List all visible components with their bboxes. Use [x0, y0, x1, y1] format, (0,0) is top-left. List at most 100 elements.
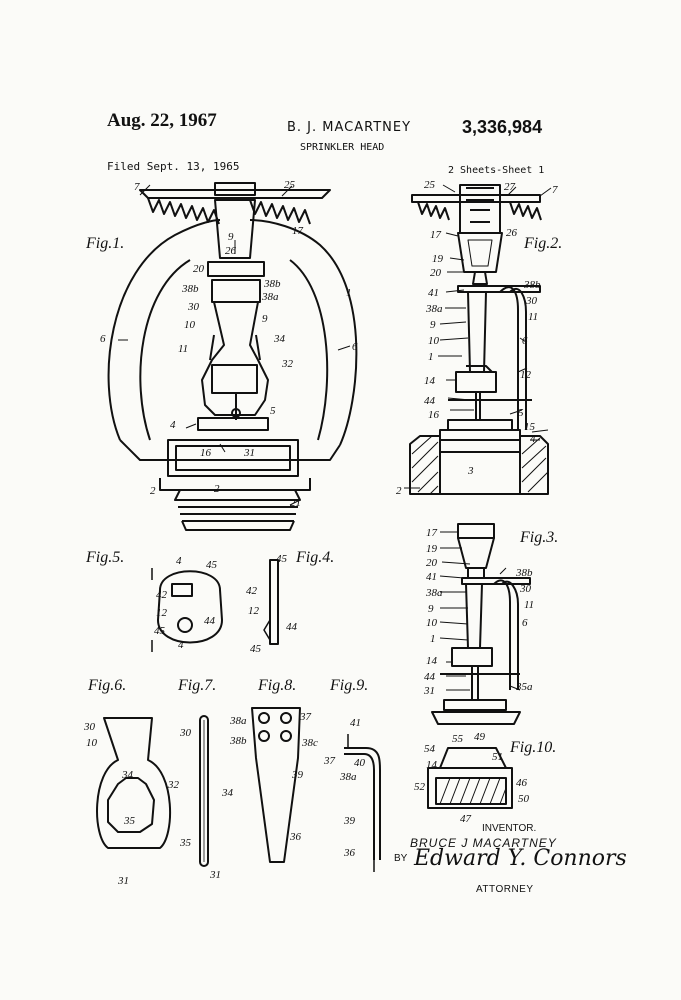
patent-subject: SPRINKLER HEAD — [300, 142, 385, 153]
patent-date: Aug. 22, 1967 — [107, 110, 217, 131]
svg-text:14: 14 — [426, 655, 438, 667]
svg-text:38b: 38b — [515, 567, 533, 579]
svg-text:11: 11 — [524, 599, 534, 611]
svg-text:9: 9 — [430, 319, 436, 331]
svg-text:38a: 38a — [229, 715, 247, 727]
svg-text:41: 41 — [350, 717, 361, 729]
svg-text:2: 2 — [150, 485, 156, 497]
svg-text:42: 42 — [156, 589, 168, 601]
svg-text:30: 30 — [525, 295, 538, 307]
figure-1-drawing — [107, 182, 358, 531]
svg-text:Fig.4.: Fig.4. — [295, 549, 334, 566]
svg-text:5: 5 — [518, 407, 524, 419]
attorney-signature: Edward Y. Connors — [414, 846, 627, 871]
svg-text:20: 20 — [193, 263, 205, 275]
figure-10-drawing — [427, 747, 513, 809]
svg-text:52: 52 — [414, 781, 426, 793]
svg-text:1: 1 — [430, 633, 436, 645]
inventor-label: INVENTOR. — [482, 823, 537, 834]
svg-text:34: 34 — [273, 333, 286, 345]
figure-9-drawing — [344, 734, 381, 872]
svg-text:21: 21 — [290, 497, 301, 509]
svg-text:2: 2 — [214, 483, 220, 495]
svg-text:51: 51 — [492, 751, 503, 763]
figure-6-drawing — [96, 717, 172, 849]
svg-text:31: 31 — [243, 447, 255, 459]
svg-text:35a: 35a — [515, 681, 533, 693]
svg-text:5: 5 — [270, 405, 276, 417]
svg-text:38b: 38b — [263, 278, 281, 290]
svg-text:16: 16 — [428, 409, 440, 421]
figure-5-drawing — [151, 568, 223, 652]
svg-text:45: 45 — [206, 559, 218, 571]
svg-text:50: 50 — [518, 793, 530, 805]
svg-text:Fig.6.: Fig.6. — [87, 677, 126, 694]
svg-text:7: 7 — [134, 181, 140, 193]
svg-text:25: 25 — [424, 179, 436, 191]
svg-text:10: 10 — [426, 617, 438, 629]
svg-text:6: 6 — [522, 617, 528, 629]
svg-text:Fig.7.: Fig.7. — [177, 677, 216, 694]
svg-text:11: 11 — [178, 343, 188, 355]
svg-text:17: 17 — [430, 229, 442, 241]
svg-text:25: 25 — [284, 179, 296, 191]
svg-text:38b: 38b — [181, 283, 199, 295]
svg-text:26: 26 — [225, 245, 237, 257]
svg-text:20: 20 — [426, 557, 438, 569]
svg-text:35: 35 — [123, 815, 136, 827]
svg-text:14: 14 — [424, 375, 436, 387]
svg-text:32: 32 — [167, 779, 180, 791]
attorney-label: ATTORNEY — [476, 884, 534, 895]
svg-text:31: 31 — [117, 875, 129, 887]
svg-text:27: 27 — [504, 181, 516, 193]
svg-text:41: 41 — [426, 571, 437, 583]
svg-text:9: 9 — [428, 603, 434, 615]
svg-text:38a: 38a — [425, 303, 443, 315]
svg-text:3: 3 — [467, 465, 474, 477]
svg-text:31: 31 — [423, 685, 435, 697]
svg-text:10: 10 — [428, 335, 440, 347]
svg-text:40: 40 — [354, 757, 366, 769]
svg-text:38b: 38b — [229, 735, 247, 747]
svg-text:26: 26 — [506, 227, 518, 239]
svg-text:54: 54 — [424, 743, 436, 755]
by-label: BY — [394, 853, 408, 864]
svg-text:17: 17 — [426, 527, 438, 539]
svg-text:30: 30 — [179, 727, 192, 739]
svg-text:44: 44 — [286, 621, 298, 633]
svg-text:19: 19 — [426, 543, 438, 555]
svg-text:Fig.5.: Fig.5. — [85, 549, 124, 566]
svg-text:41: 41 — [428, 287, 439, 299]
svg-text:38a: 38a — [425, 587, 443, 599]
svg-text:34: 34 — [121, 769, 134, 781]
svg-text:38b: 38b — [523, 279, 541, 291]
svg-text:6: 6 — [522, 335, 528, 347]
svg-text:4: 4 — [178, 639, 184, 651]
svg-text:12: 12 — [156, 607, 168, 619]
svg-text:46: 46 — [516, 777, 528, 789]
figure-4-drawing — [263, 559, 279, 645]
svg-text:37: 37 — [323, 755, 336, 767]
svg-text:15: 15 — [524, 421, 536, 433]
figure-3-drawing — [431, 523, 531, 725]
svg-text:Fig.10.: Fig.10. — [509, 739, 556, 756]
inventor-signature: BRUCE J MACARTNEY — [410, 836, 557, 850]
svg-text:Fig.2.: Fig.2. — [523, 235, 562, 252]
svg-text:35: 35 — [179, 837, 192, 849]
svg-text:9: 9 — [262, 313, 268, 325]
svg-text:37: 37 — [299, 711, 312, 723]
figure-8-drawing — [251, 707, 301, 863]
svg-text:4: 4 — [170, 419, 176, 431]
svg-text:10: 10 — [86, 737, 98, 749]
svg-text:9: 9 — [228, 231, 234, 243]
svg-text:6: 6 — [352, 341, 358, 353]
svg-text:4: 4 — [176, 555, 182, 567]
svg-text:17: 17 — [292, 225, 304, 237]
svg-text:Fig.1.: Fig.1. — [85, 235, 124, 252]
svg-text:47: 47 — [460, 813, 472, 825]
sheet-count: 2 Sheets-Sheet 1 — [448, 165, 545, 176]
svg-text:36: 36 — [289, 831, 302, 843]
svg-text:30: 30 — [519, 583, 532, 595]
svg-text:20: 20 — [430, 267, 442, 279]
